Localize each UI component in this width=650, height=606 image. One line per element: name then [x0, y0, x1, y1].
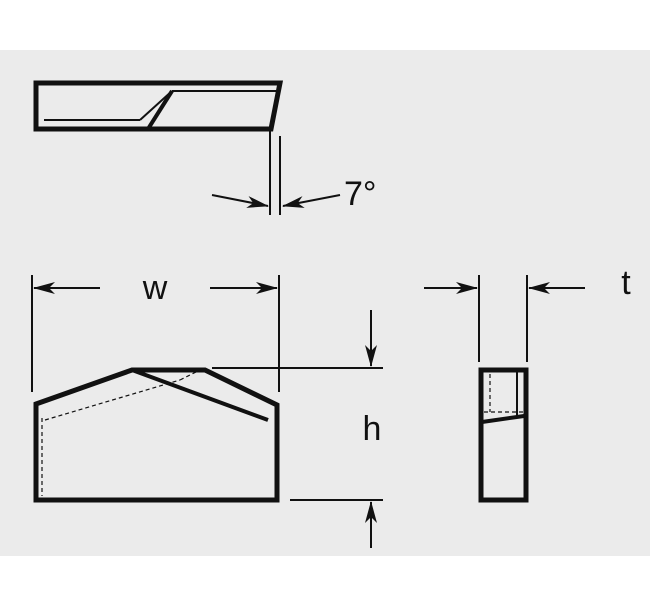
width-dimension: w: [31, 269, 280, 392]
top-view: [33, 80, 284, 132]
height-label: h: [363, 410, 382, 448]
angle-arrow-right: [282, 194, 341, 208]
thickness-dimension: t: [424, 264, 631, 362]
angle-arrow-left: [211, 194, 269, 208]
front-view: [33, 367, 280, 503]
height-dimension: h: [212, 310, 383, 548]
angle-label: 7°: [344, 175, 377, 213]
drawing-panel: [0, 50, 650, 556]
angle-dimension: 7°: [211, 129, 377, 215]
side-view: [478, 367, 529, 503]
thickness-label: t: [621, 264, 631, 302]
width-label: w: [142, 269, 168, 307]
